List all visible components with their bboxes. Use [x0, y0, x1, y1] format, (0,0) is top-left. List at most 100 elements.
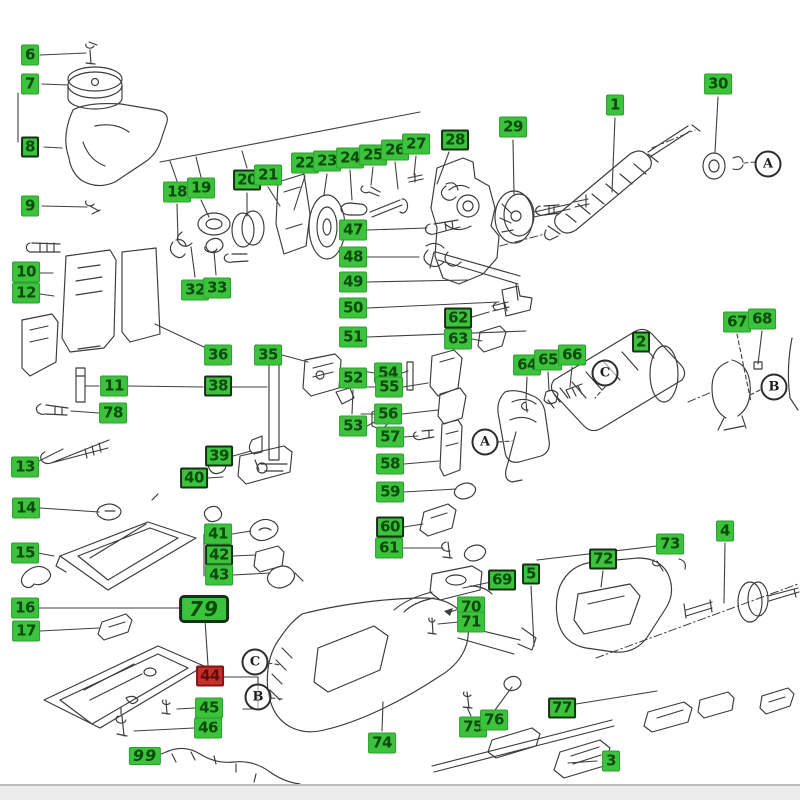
leader-line: [600, 570, 604, 588]
part-label-42[interactable]: 42: [205, 544, 233, 566]
part-label-39[interactable]: 39: [205, 445, 233, 467]
part-label-46[interactable]: 46: [194, 717, 222, 739]
leader-line: [736, 333, 752, 403]
leader-line: [575, 690, 658, 705]
part-label-56[interactable]: 56: [374, 403, 402, 425]
part-label-16[interactable]: 16: [11, 597, 39, 619]
leader-line: [159, 111, 421, 163]
part-label-53[interactable]: 53: [339, 415, 367, 437]
part-label-32[interactable]: 32: [181, 279, 209, 301]
part-label-1[interactable]: 1: [606, 94, 624, 116]
part-label-63[interactable]: 63: [444, 328, 472, 350]
part-label-9[interactable]: 9: [21, 195, 39, 217]
part-label-15[interactable]: 15: [11, 542, 39, 564]
part-label-51[interactable]: 51: [339, 326, 367, 348]
part-label-41[interactable]: 41: [204, 523, 232, 545]
part-label-23[interactable]: 23: [313, 150, 341, 172]
part-label-5[interactable]: 5: [522, 563, 540, 585]
part-label-14[interactable]: 14: [12, 497, 40, 519]
part-label-61[interactable]: 61: [375, 537, 403, 559]
part-label-99[interactable]: 99: [128, 747, 162, 765]
part-label-69[interactable]: 69: [488, 569, 516, 591]
part-label-27[interactable]: 27: [402, 133, 430, 155]
part-label-28[interactable]: 28: [441, 129, 469, 151]
leader-line: [270, 697, 284, 700]
part-label-75[interactable]: 75: [459, 716, 487, 738]
part-label-8[interactable]: 8: [21, 136, 39, 158]
part-label-78[interactable]: 78: [99, 402, 127, 424]
ref-circle-a: A: [471, 428, 499, 456]
leader-line: [402, 382, 429, 388]
part-label-2[interactable]: 2: [632, 331, 650, 353]
leader-line: [403, 435, 419, 438]
part-label-12[interactable]: 12: [12, 282, 40, 304]
part-label-65[interactable]: 65: [534, 349, 562, 371]
part-label-73[interactable]: 73: [656, 533, 684, 555]
part-label-36[interactable]: 36: [204, 344, 232, 366]
part-label-48[interactable]: 48: [339, 246, 367, 268]
part-label-3[interactable]: 3: [602, 750, 620, 772]
part-label-77[interactable]: 77: [548, 697, 576, 719]
part-label-74[interactable]: 74: [368, 732, 396, 754]
part-label-50[interactable]: 50: [339, 297, 367, 319]
part-label-24[interactable]: 24: [336, 147, 364, 169]
part-label-72[interactable]: 72: [589, 548, 617, 570]
part-label-55[interactable]: 55: [375, 376, 403, 398]
part-label-76[interactable]: 76: [480, 709, 508, 731]
part-label-40[interactable]: 40: [180, 467, 208, 489]
leader-line: [39, 52, 87, 56]
part-label-10[interactable]: 10: [12, 261, 40, 283]
part-label-44[interactable]: 44: [196, 665, 224, 687]
leader-line: [213, 250, 217, 276]
part-label-62[interactable]: 62: [444, 307, 472, 329]
leader-line: [687, 391, 713, 403]
leader-line: [370, 166, 374, 186]
part-label-49[interactable]: 49: [339, 271, 367, 293]
part-label-20[interactable]: 20: [233, 169, 261, 191]
part-label-18[interactable]: 18: [163, 181, 191, 203]
leader-line: [160, 750, 170, 755]
part-label-30[interactable]: 30: [704, 73, 732, 95]
part-label-68[interactable]: 68: [748, 308, 776, 330]
leader-line: [38, 448, 64, 462]
leader-line: [267, 186, 281, 207]
part-label-47[interactable]: 47: [339, 219, 367, 241]
part-label-6[interactable]: 6: [21, 44, 39, 66]
part-label-79[interactable]: 79: [179, 595, 229, 623]
part-label-43[interactable]: 43: [205, 564, 233, 586]
part-label-35[interactable]: 35: [254, 344, 282, 366]
part-label-4[interactable]: 4: [716, 520, 734, 542]
leader-line: [437, 621, 460, 625]
part-label-71[interactable]: 71: [457, 611, 485, 633]
part-label-52[interactable]: 52: [339, 367, 367, 389]
part-label-66[interactable]: 66: [558, 344, 586, 366]
part-label-33[interactable]: 33: [203, 277, 231, 299]
part-label-45[interactable]: 45: [195, 697, 223, 719]
part-label-59[interactable]: 59: [376, 481, 404, 503]
leader-line: [39, 293, 55, 297]
part-label-7[interactable]: 7: [21, 73, 39, 95]
part-label-26[interactable]: 26: [381, 139, 409, 161]
part-label-25[interactable]: 25: [359, 144, 387, 166]
leader-line: [207, 476, 224, 479]
leader-line: [70, 410, 100, 414]
leader-line: [651, 129, 696, 149]
leader-line: [41, 205, 88, 208]
part-label-64[interactable]: 64: [513, 354, 541, 376]
leader-line: [43, 146, 63, 149]
part-label-58[interactable]: 58: [376, 453, 404, 475]
part-label-11[interactable]: 11: [100, 375, 128, 397]
leader-line: [323, 173, 328, 196]
leader-line: [200, 199, 210, 218]
part-label-29[interactable]: 29: [499, 116, 527, 138]
part-label-17[interactable]: 17: [12, 620, 40, 642]
part-label-22[interactable]: 22: [291, 152, 319, 174]
part-label-21[interactable]: 21: [254, 164, 282, 186]
part-label-19[interactable]: 19: [187, 177, 215, 199]
part-label-67[interactable]: 67: [723, 311, 751, 333]
part-label-60[interactable]: 60: [376, 516, 404, 538]
part-label-57[interactable]: 57: [376, 426, 404, 448]
part-label-13[interactable]: 13: [11, 456, 39, 478]
part-label-38[interactable]: 38: [204, 375, 232, 397]
